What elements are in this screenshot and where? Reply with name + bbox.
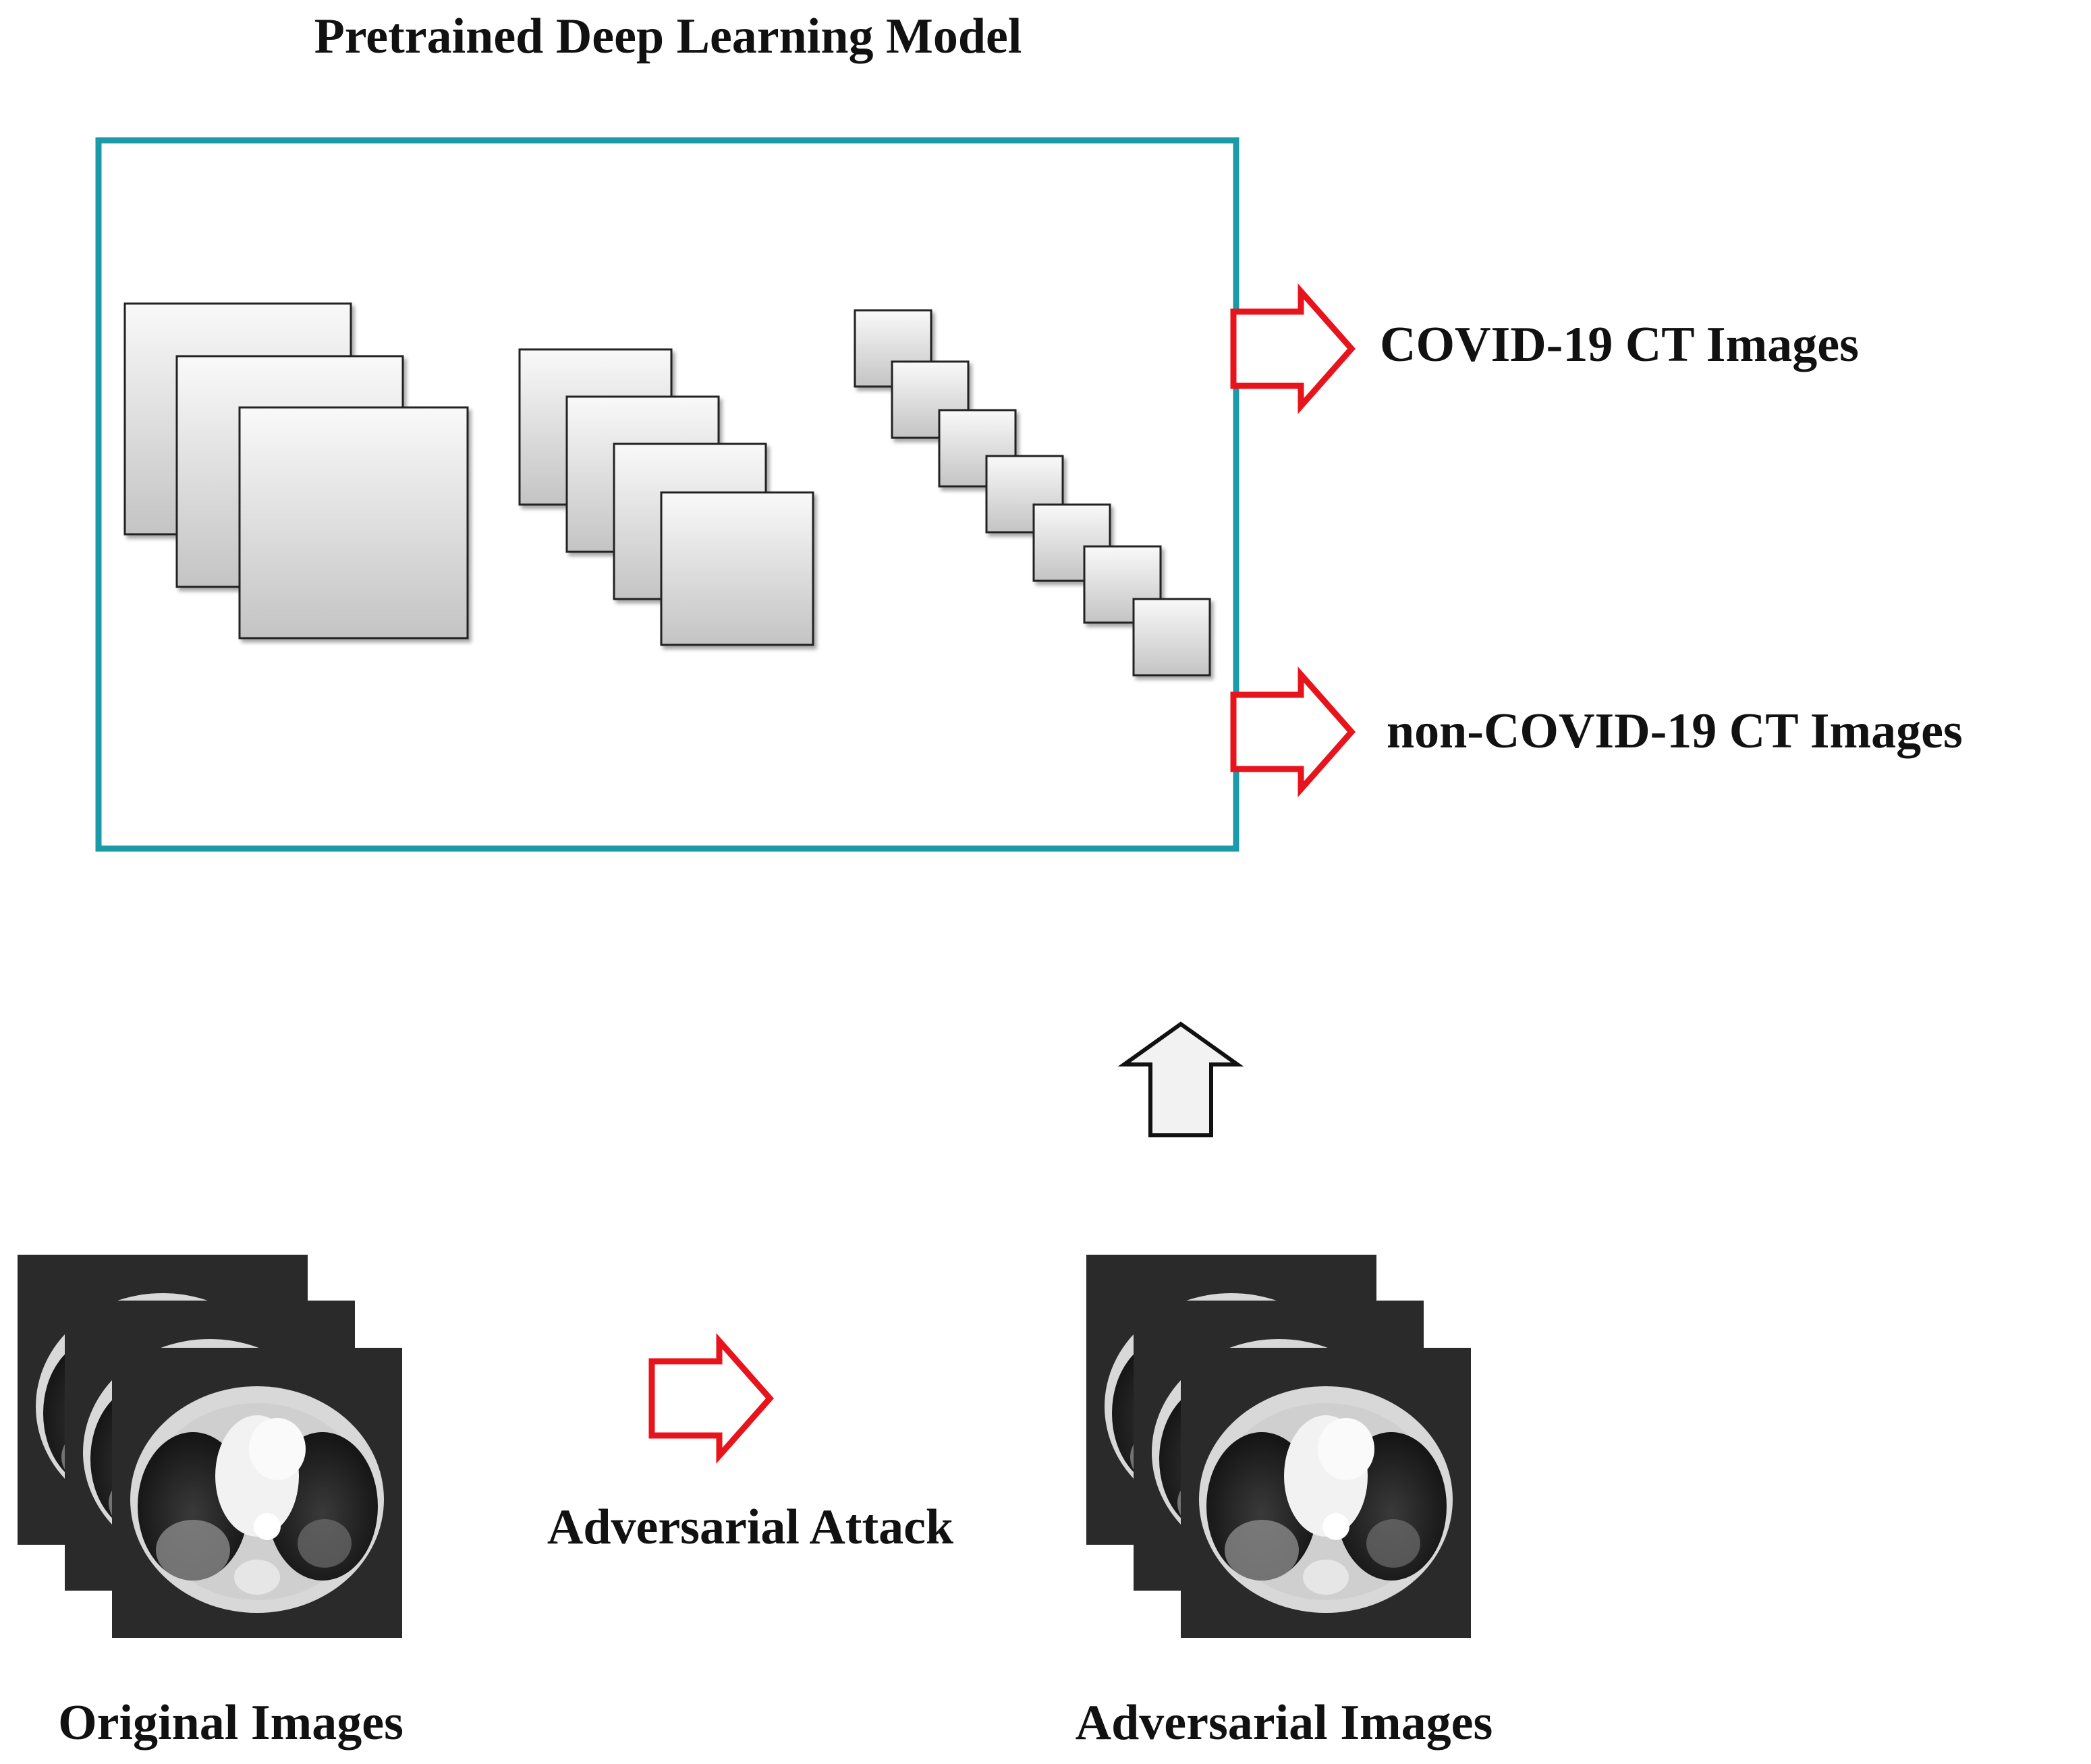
red-hollow-arrow-icon <box>652 1341 770 1456</box>
feature-map-stack-icon <box>854 309 1211 677</box>
red-hollow-arrow-icon <box>1233 675 1351 789</box>
gray-up-arrow-icon <box>1117 1021 1244 1137</box>
red-hollow-arrow-icon <box>1233 291 1351 406</box>
feature-map-stack-icon <box>123 302 469 639</box>
adversarial-images-label: Adversarial Images <box>1076 1695 1493 1751</box>
ct-scan-stack-icon <box>18 1255 402 1638</box>
model-title: Pretrained Deep Learning Model <box>314 9 1022 64</box>
ct-scan-stack-icon <box>1086 1255 1471 1638</box>
original-images-label: Original Images <box>58 1695 403 1751</box>
feature-map-stack-icon <box>518 348 814 646</box>
covid-output-label: COVID-19 CT Images <box>1380 317 1859 372</box>
non-covid-output-label: non-COVID-19 CT Images <box>1387 704 1963 759</box>
attack-label: Adversarial Attack <box>547 1500 954 1555</box>
